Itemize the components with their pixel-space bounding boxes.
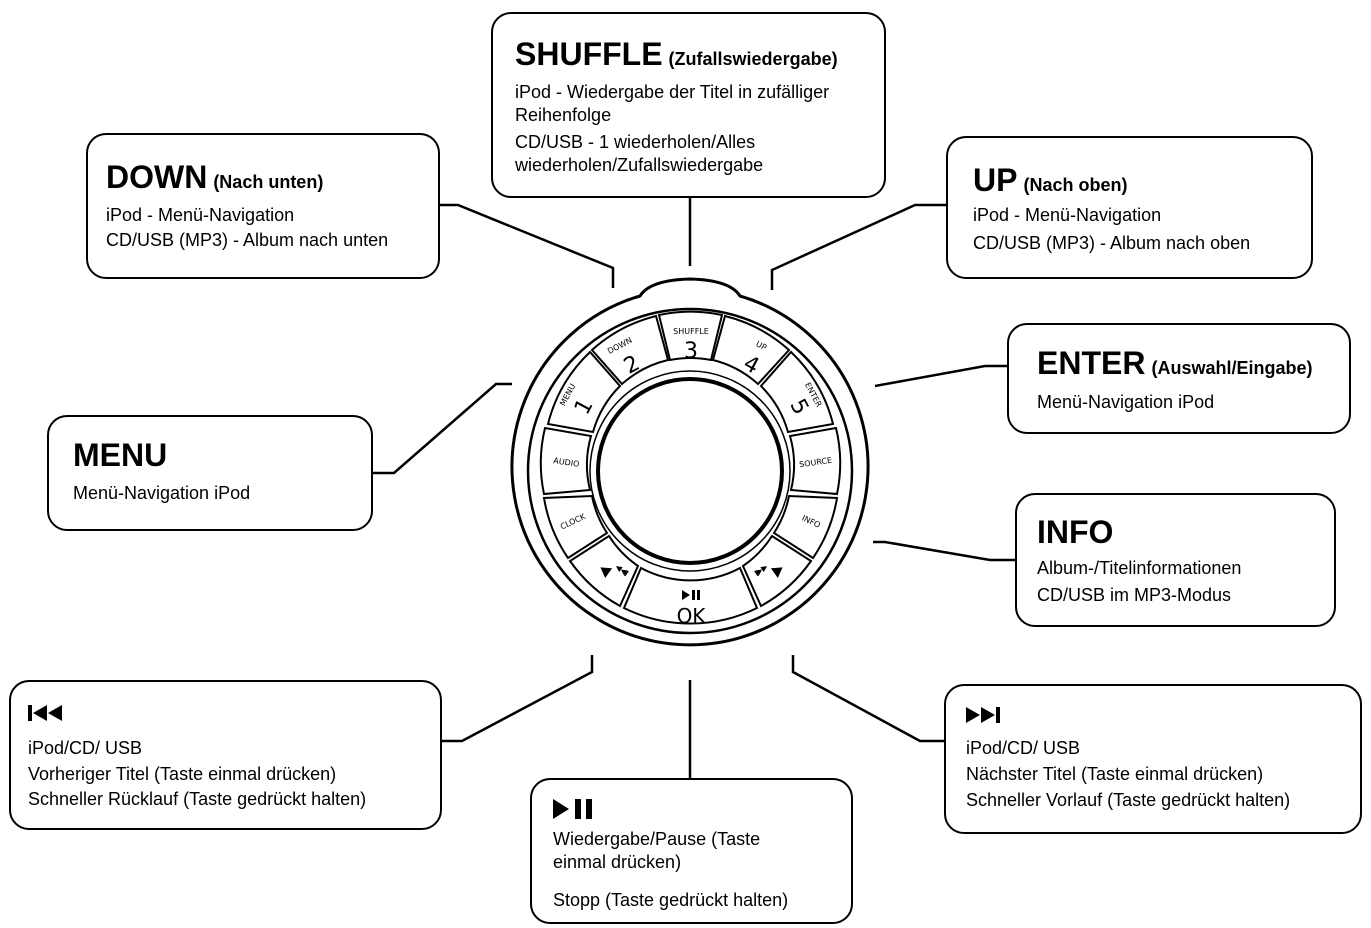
down-title-main: DOWN (106, 159, 208, 195)
shuffle-title-main: SHUFFLE (515, 36, 663, 72)
button-info (772, 494, 839, 560)
enter-title: ENTER(Auswahl/Eingabe) (1037, 347, 1312, 379)
play-pause-line-2: einmal drücken) (553, 852, 682, 872)
button-4-caption: UP (754, 339, 768, 352)
play-pause-callout: Wiedergabe/Pause (Taste einmal drücken) … (530, 778, 853, 924)
next-callout: iPod/CD/ USB Nächster Titel (Taste einma… (944, 684, 1362, 834)
up-title-sub: (Nach oben) (1023, 175, 1128, 195)
previous-line-1: iPod/CD/ USB (28, 738, 143, 758)
button-play-ok (622, 566, 759, 625)
menu-callout: MENU Menü-Navigation iPod (47, 415, 373, 531)
next-line-2: Nächster Titel (Taste einmal drücken) (966, 764, 1264, 784)
shuffle-line-1: iPod - Wiedergabe der Titel in zufällige… (515, 82, 830, 102)
down-callout: DOWN(Nach unten) iPod - Menü-Navigation … (86, 133, 440, 279)
menu-title: MENU (73, 439, 167, 471)
previous-line-2: Vorheriger Titel (Taste einmal drücken) (28, 764, 337, 784)
previous-callout: iPod/CD/ USB Vorheriger Titel (Taste ein… (9, 680, 442, 830)
shuffle-callout: SHUFFLE(Zufallswiedergabe) iPod - Wieder… (491, 12, 886, 198)
next-line-3: Schneller Vorlauf (Taste gedrückt halten… (966, 790, 1291, 810)
previous-track-icon (28, 704, 68, 727)
play-pause-line-1: Wiedergabe/Pause (Taste (553, 829, 761, 849)
down-title: DOWN(Nach unten) (106, 161, 323, 193)
play-pause-line-3: Stopp (Taste gedrückt halten) (553, 890, 789, 910)
connector-down (440, 203, 615, 288)
play-pause-icon (553, 798, 599, 825)
up-line-1: iPod - Menü-Navigation (973, 205, 1162, 225)
next-line-1: iPod/CD/ USB (966, 738, 1081, 758)
button-play-pause-glyph (682, 590, 700, 600)
button-3-caption: SHUFFLE (673, 327, 709, 336)
menu-title-main: MENU (73, 437, 168, 473)
enter-line-1: Menü-Navigation iPod (1037, 392, 1215, 412)
button-audio (539, 426, 593, 496)
button-next-glyph (754, 566, 783, 579)
down-title-sub: (Nach unten) (213, 172, 324, 192)
shuffle-line-4: wiederholen/Zufallswiedergabe (515, 155, 764, 175)
info-title: INFO (1037, 516, 1113, 548)
up-callout: UP(Nach oben) iPod - Menü-Navigation CD/… (946, 136, 1313, 279)
button-source (788, 426, 842, 496)
button-4-up (711, 314, 791, 386)
center-pad (596, 377, 784, 565)
shuffle-line-3: CD/USB - 1 wiederholen/Alles (515, 132, 756, 152)
connector-next (791, 655, 944, 743)
up-title-main: UP (973, 162, 1018, 198)
button-5-enter (759, 350, 835, 434)
previous-line-3: Schneller Rücklauf (Taste gedrückt halte… (28, 789, 367, 809)
button-1-menu (546, 350, 622, 434)
info-line-1: Album-/Titelinformationen (1037, 558, 1242, 578)
connector-prev (442, 655, 594, 743)
button-previous-glyph (600, 566, 629, 579)
down-line-1: iPod - Menü-Navigation (106, 205, 295, 225)
enter-title-sub: (Auswahl/Eingabe) (1151, 358, 1313, 378)
connector-enter (874, 364, 1007, 388)
info-title-main: INFO (1037, 514, 1114, 550)
button-clock (542, 494, 609, 560)
menu-line-1: Menü-Navigation iPod (73, 483, 251, 503)
down-line-2: CD/USB (MP3) - Album nach unten (106, 230, 389, 250)
button-ok-label: OK (677, 604, 707, 628)
connector-menu (373, 382, 512, 475)
next-track-icon (966, 706, 1010, 729)
button-audio-label: AUDIO (553, 456, 580, 469)
shuffle-title: SHUFFLE(Zufallswiedergabe) (515, 38, 838, 70)
shuffle-line-2: Reihenfolge (515, 105, 612, 125)
button-3-number: 3 (684, 339, 698, 364)
up-title: UP(Nach oben) (973, 164, 1127, 196)
enter-callout: ENTER(Auswahl/Eingabe) Menü-Navigation i… (1007, 323, 1351, 434)
connector-up (770, 203, 946, 290)
up-line-2: CD/USB (MP3) - Album nach oben (973, 233, 1251, 253)
shuffle-title-sub: (Zufallswiedergabe) (668, 49, 838, 69)
info-line-2: CD/USB im MP3-Modus (1037, 585, 1232, 605)
button-2-down (590, 314, 670, 386)
info-callout: INFO Album-/Titelinformationen CD/USB im… (1015, 493, 1336, 627)
enter-title-main: ENTER (1037, 345, 1146, 381)
button-3-shuffle (657, 310, 724, 362)
connector-info (873, 540, 1015, 562)
